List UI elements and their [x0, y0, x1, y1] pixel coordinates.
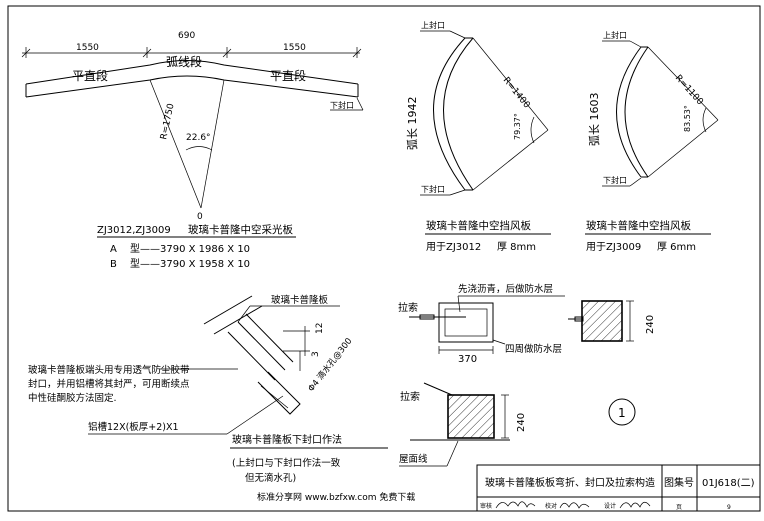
w2-upper-seal: 上封口: [603, 30, 627, 40]
w1-upper-seal: 上封口: [421, 20, 445, 30]
type-a-spec: 型——3790 X 1986 X 10: [130, 242, 250, 255]
w2-arc-length: 弧长 1603: [587, 93, 601, 147]
w2-lower-seal: 下封口: [603, 175, 627, 185]
segment-right-label: 平直段: [270, 68, 306, 83]
dim-3: 3: [311, 351, 321, 357]
w2-thickness: 厚 6mm: [657, 241, 696, 253]
note-line-2: 封口，并用铝槽将其封严，可用断续点: [28, 378, 190, 390]
note-line-1: 玻璃卡普隆板端头用专用透气防尘胶带: [28, 364, 190, 376]
row-review: 审核: [480, 502, 492, 510]
w2-title: 玻璃卡普隆中空挡风板: [586, 219, 691, 232]
row-check: 校对: [545, 502, 557, 510]
signature-design: [619, 501, 651, 509]
skylight-title: 玻璃卡普隆中空采光板: [188, 223, 293, 236]
dim-mid: 690: [178, 31, 195, 41]
type-a-label: A: [110, 244, 117, 255]
w1-usage: 用于ZJ3012: [426, 242, 481, 253]
title-block: 玻璃卡普隆板板弯折、封口及拉索构造 图集号 01J618(二) 审核 校对 设计…: [476, 464, 761, 512]
title-block-title: 玻璃卡普隆板板弯折、封口及拉索构造: [485, 476, 655, 489]
w2-radius: R=1100: [673, 73, 705, 107]
segment-left-label: 平直段: [72, 68, 108, 83]
page-label: 页: [676, 504, 682, 511]
segment-mid-label: 弧线段: [166, 54, 202, 69]
row-design: 设计: [604, 502, 616, 510]
w1-angle: 79.37°: [513, 113, 522, 140]
w2-usage: 用于ZJ3009: [586, 242, 641, 253]
drain-hole-label: Φ4 滴水孔@300: [306, 336, 355, 394]
asphalt-note: 先浇沥青，后做防水层: [458, 283, 553, 295]
center-label: 0: [197, 212, 203, 222]
note-line-3: 中性硅酮胶方法固定.: [28, 392, 117, 404]
angle-label: 22.6°: [186, 133, 211, 143]
radius-label: R=1750: [159, 102, 176, 140]
dim-240-a: 240: [645, 315, 656, 334]
seal-subtitle-2: 但无滴水孔): [245, 472, 296, 484]
dim-right: 1550: [283, 43, 306, 53]
w2-angle: 83.53°: [683, 105, 692, 132]
w1-thickness: 厚 8mm: [497, 241, 536, 253]
atlas-label: 图集号: [664, 476, 694, 489]
windshield-1-diagram: 上封口 R=1400 79.37° 弧长 1942 下封口 玻璃卡普隆中空挡风板…: [405, 20, 551, 253]
type-b-label: B: [110, 259, 117, 270]
detail-number: 1: [618, 406, 626, 420]
dim-left: 1550: [76, 43, 99, 53]
dim-12: 12: [315, 323, 325, 334]
model-line: ZJ3012,ZJ3009: [97, 225, 171, 236]
windshield-2-diagram: 上封口 R=1100 83.53° 弧长 1603 下封口 玻璃卡普隆中空挡风板…: [585, 30, 719, 253]
dim-240-b: 240: [516, 413, 527, 432]
w1-arc-length: 弧长 1942: [405, 97, 419, 151]
atlas-number: 01J618(二): [702, 478, 755, 489]
waterproof-note: 四周做防水层: [505, 343, 562, 355]
signature-check: [559, 502, 590, 509]
dim-370: 370: [458, 354, 477, 365]
seal-title: 玻璃卡普隆板下封口作法: [232, 433, 342, 446]
lower-seal-label: 下封口: [330, 100, 354, 110]
type-b-spec: 型——3790 X 1958 X 10: [130, 257, 250, 270]
tie-label-1: 拉索: [398, 301, 418, 314]
sheet-border: [7, 5, 761, 512]
page-number: 9: [727, 504, 731, 511]
board-label: 玻璃卡普隆板: [271, 294, 329, 306]
w1-lower-seal: 下封口: [421, 184, 445, 194]
signature-review: [495, 501, 536, 509]
w1-title: 玻璃卡普隆中空挡风板: [426, 219, 531, 232]
skylight-diagram: 1550 690 1550 平直段 弧线段 平直段 R=1750 22.6° 0…: [21, 31, 364, 270]
seal-subtitle-1: (上封口与下封口作法一致: [232, 457, 341, 469]
tie-cable-detail: 拉索 先浇沥青，后做防水层 四周做防水层 370 240 拉索 240 屋面线: [398, 283, 656, 467]
channel-label: 铝槽12X(板厚+2)X1: [88, 421, 179, 433]
tie-label-2: 拉索: [400, 390, 420, 403]
watermark: 标准分享网 www.bzfxw.com 免费下载: [257, 491, 415, 503]
w1-radius: R=1400: [501, 76, 532, 111]
roof-line-label: 屋面线: [399, 453, 428, 465]
seal-detail-diagram: 玻璃卡普隆板 12 3 Φ4 滴水孔@300 玻璃卡普隆板端头用专用透气防尘胶带…: [28, 294, 388, 484]
